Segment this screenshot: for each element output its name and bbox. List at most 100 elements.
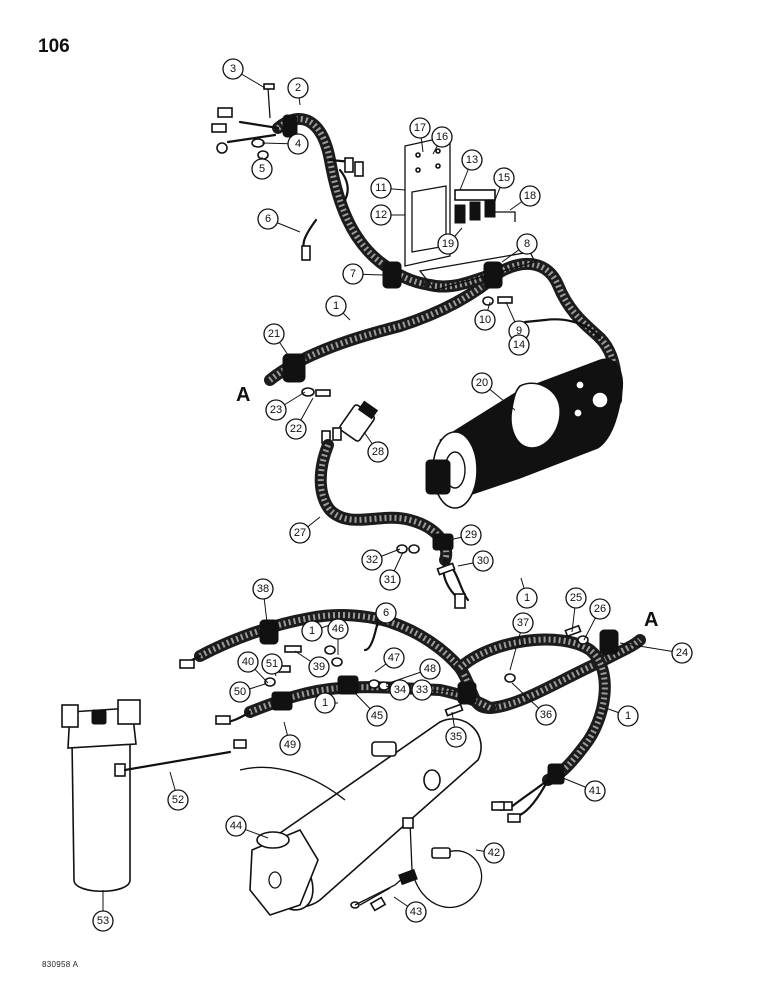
callout-number: 7 <box>350 268 356 280</box>
callout-circle <box>617 705 639 727</box>
callout-number: 1 <box>333 300 339 312</box>
relay-panel <box>404 135 536 291</box>
callout-34: 34 <box>385 679 411 701</box>
callout-number: 1 <box>309 625 315 637</box>
callout-circle <box>92 910 114 932</box>
callout-number: 15 <box>498 172 510 184</box>
callout-50: 50 <box>229 681 266 703</box>
callout-37: 37 <box>509 612 534 671</box>
callout-24: 24 <box>619 642 693 664</box>
callout-circle <box>370 204 392 226</box>
callout-number: 12 <box>375 209 387 221</box>
callout-19: 19 <box>437 227 463 255</box>
harness-connectors-upper <box>211 107 503 383</box>
callout-circle <box>229 681 251 703</box>
callout-1: 1 <box>516 577 538 609</box>
callout-47: 47 <box>374 647 405 673</box>
callout-number: 3 <box>230 63 236 75</box>
callout-circle <box>379 569 401 591</box>
callout-number: 37 <box>517 617 529 629</box>
callout-30: 30 <box>457 550 494 572</box>
callout-number: 43 <box>410 906 422 918</box>
callout-25: 25 <box>565 587 587 633</box>
callout-number: 46 <box>332 623 344 635</box>
callout-18: 18 <box>509 185 541 211</box>
callout-circle <box>493 167 515 189</box>
callout-8: 8 <box>501 233 538 263</box>
callout-layer: 1111123456678910111213141516171819202122… <box>92 58 693 932</box>
callout-number: 1 <box>625 710 631 722</box>
callout-number: 22 <box>290 423 302 435</box>
callout-53: 53 <box>92 890 114 932</box>
callout-number: 18 <box>524 190 536 202</box>
callout-49: 49 <box>279 721 301 756</box>
callout-circle <box>519 185 541 207</box>
harness-27 <box>314 439 470 609</box>
callout-number: 47 <box>388 652 400 664</box>
callout-circle <box>671 642 693 664</box>
callout-38: 38 <box>252 578 274 623</box>
callout-number: 44 <box>230 820 242 832</box>
callout-circle <box>265 399 287 421</box>
callout-48: 48 <box>385 658 441 685</box>
callout-circle <box>289 522 311 544</box>
callout-26: 26 <box>583 598 611 641</box>
callout-number: 28 <box>372 446 384 458</box>
callout-43: 43 <box>393 896 427 923</box>
callout-1: 1 <box>325 295 351 321</box>
callout-number: 21 <box>268 328 280 340</box>
callout-32: 32 <box>361 548 401 571</box>
callout-number: 33 <box>416 684 428 696</box>
callout-number: 42 <box>488 847 500 859</box>
callout-number: 23 <box>270 404 282 416</box>
callout-circle <box>535 704 557 726</box>
callout-circle <box>222 58 244 80</box>
callout-circle <box>431 126 453 148</box>
callout-circle <box>285 418 307 440</box>
callout-number: 40 <box>242 656 254 668</box>
section-marker-right: A <box>644 609 658 631</box>
callout-21: 21 <box>263 323 291 359</box>
sensor-wires <box>354 801 505 912</box>
page-number: 106 <box>38 36 70 57</box>
callout-number: 51 <box>266 658 278 670</box>
callout-35: 35 <box>445 711 467 748</box>
callout-number: 24 <box>676 647 688 659</box>
callout-number: 16 <box>436 131 448 143</box>
callout-circle <box>472 550 494 572</box>
callout-45: 45 <box>351 689 388 727</box>
callout-circle <box>252 578 274 600</box>
callout-circle <box>287 77 309 99</box>
callout-circle <box>471 372 493 394</box>
callout-circle <box>409 117 431 139</box>
callout-number: 31 <box>384 574 396 586</box>
callout-10: 10 <box>474 301 496 331</box>
callout-number: 14 <box>513 339 525 351</box>
callout-1: 1 <box>314 692 338 714</box>
callout-41: 41 <box>557 775 606 802</box>
callout-number: 27 <box>294 527 306 539</box>
callout-11: 11 <box>370 177 406 199</box>
callout-27: 27 <box>289 516 321 544</box>
callout-circle <box>411 679 433 701</box>
harness-connectors-lower <box>179 619 619 823</box>
callout-36: 36 <box>511 682 557 726</box>
callout-circle <box>383 647 405 669</box>
callout-circle <box>361 549 383 571</box>
callout-circle <box>375 602 397 624</box>
callout-number: 49 <box>284 739 296 751</box>
callout-number: 1 <box>322 697 328 709</box>
callout-46: 46 <box>327 618 349 655</box>
callout-2: 2 <box>287 77 309 106</box>
callout-42: 42 <box>475 842 505 864</box>
callout-circle <box>512 612 534 634</box>
callout-circle <box>263 323 285 345</box>
callout-number: 39 <box>313 661 325 673</box>
callout-44: 44 <box>225 815 269 839</box>
callout-circle <box>287 133 309 155</box>
callout-number: 11 <box>375 182 386 194</box>
callout-52: 52 <box>167 771 189 811</box>
callout-17: 17 <box>409 117 431 153</box>
callout-circle <box>516 233 538 255</box>
